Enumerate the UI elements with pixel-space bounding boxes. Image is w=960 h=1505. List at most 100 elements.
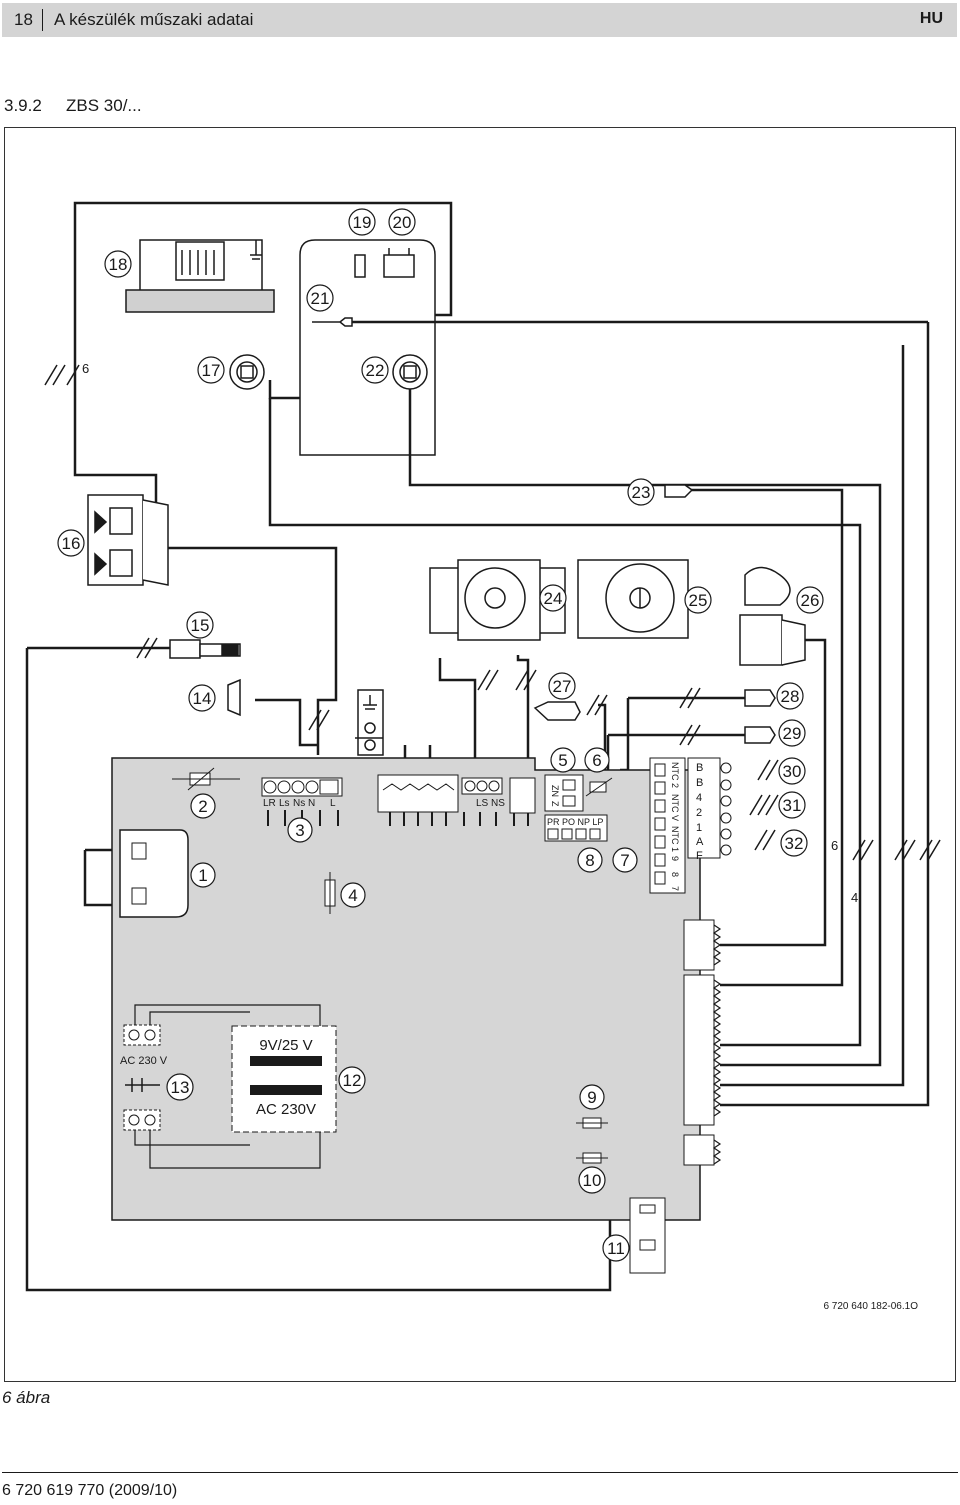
- terminal-letter: 4: [696, 792, 702, 804]
- sensors: [227, 484, 776, 744]
- control-board: [111, 757, 732, 1274]
- callout-label: 27: [553, 677, 572, 696]
- terminal-labels: LR Ls Ns N L LS NS ZN Z PR PO NP LP NTC …: [82, 361, 918, 1312]
- wire-label-4-right: 4: [851, 890, 858, 905]
- callout-10: [578, 1166, 606, 1194]
- callout-label: 32: [785, 834, 804, 853]
- strip-label-n: N: [308, 798, 315, 809]
- callout-label: 16: [62, 534, 81, 553]
- callout-1: [190, 862, 216, 888]
- callout-13: [166, 1073, 194, 1101]
- callout-label: 13: [171, 1078, 190, 1097]
- callout-28: [776, 682, 804, 710]
- callout-label: 20: [393, 213, 412, 232]
- strip-label-lr: LR: [263, 798, 276, 809]
- diverter-valve: [739, 566, 806, 666]
- terminal-letter: B: [696, 762, 703, 774]
- callout-label: 23: [632, 483, 651, 502]
- label-ntc2: NTC 2: [670, 762, 680, 788]
- terminal-letter: B: [696, 777, 703, 789]
- callout-5: [550, 747, 576, 773]
- header-divider: [42, 9, 43, 31]
- figure-caption: 6 ábra: [2, 1388, 51, 1407]
- callout-label: 24: [544, 589, 563, 608]
- flow-sensor: [169, 639, 241, 659]
- footer-rule: [2, 1472, 958, 1473]
- callout-9: [579, 1084, 605, 1110]
- strip-label-ls: Ls: [279, 798, 290, 809]
- callout-label: 28: [781, 687, 800, 706]
- callout-7: [612, 847, 638, 873]
- section-name: ZBS 30/...: [66, 96, 142, 115]
- callout-18: [104, 250, 132, 278]
- callout-19: [348, 208, 376, 236]
- callout-4: [340, 882, 366, 908]
- callout-11: [602, 1234, 630, 1262]
- callout-20: [388, 208, 416, 236]
- callout-label: 3: [295, 821, 304, 840]
- callout-24: [539, 584, 567, 612]
- terminal-letter: F: [696, 850, 703, 862]
- wire-label-6-left: 6: [82, 361, 89, 376]
- callout-2: [190, 793, 216, 819]
- callout-label: 8: [585, 851, 594, 870]
- label-ac-230v-small: AC 230 V: [120, 1055, 168, 1067]
- callout-6: [584, 747, 610, 773]
- callout-label: 26: [801, 591, 820, 610]
- callout-label: 6: [592, 751, 601, 770]
- label-pr-po: PR PO NP LP: [547, 817, 603, 827]
- callout-12: [338, 1066, 366, 1094]
- label-zn: ZN: [550, 785, 560, 797]
- callout-3: [287, 817, 313, 843]
- page-header: 18 A készülék műszaki adatai HU: [2, 3, 957, 37]
- callout-numbers: 1 2 3 4 5 6 7 8 9 10 11 12 13 14 15 16 1…: [62, 213, 820, 1258]
- callout-27: [548, 672, 576, 700]
- wire-break-marks: [44, 364, 941, 861]
- label-pin-8: 8: [670, 872, 680, 877]
- label-ntc1: NTC 1: [670, 826, 680, 852]
- fan-unit: [125, 239, 275, 313]
- callout-label: 30: [783, 762, 802, 781]
- callout-14: [188, 684, 216, 712]
- document-number: 6 720 619 770 (2009/10): [2, 1482, 178, 1499]
- label-pin-9: 9: [670, 856, 680, 861]
- callout-22: [361, 356, 389, 384]
- terminal-letter: 2: [696, 807, 702, 819]
- callout-label: 7: [620, 851, 629, 870]
- callout-label: 11: [607, 1239, 625, 1258]
- earth-terminal: [355, 689, 384, 756]
- callout-17: [197, 356, 225, 384]
- callout-21: [306, 284, 334, 312]
- callout-label: 9: [587, 1088, 596, 1107]
- callout-25: [684, 586, 712, 614]
- strip-label-ns: Ns: [293, 798, 305, 809]
- label-z: Z: [550, 801, 560, 807]
- callout-label: 15: [191, 616, 210, 635]
- terminal-letter: A: [696, 836, 704, 848]
- callout-label: 19: [353, 213, 372, 232]
- page-title: A készülék műszaki adatai: [54, 10, 254, 29]
- strip-label-l: L: [330, 798, 336, 809]
- callout-30: [778, 757, 806, 785]
- language-code: HU: [919, 10, 943, 27]
- callout-label: 18: [109, 255, 128, 274]
- callout-label: 1: [198, 866, 207, 885]
- callout-label: 31: [783, 796, 802, 815]
- callout-32: [780, 829, 808, 857]
- callout-15: [186, 611, 214, 639]
- callout-26: [796, 586, 824, 614]
- strip-label-ls-ns: LS NS: [476, 798, 505, 809]
- callout-29: [778, 719, 806, 747]
- callout-label: 10: [583, 1171, 602, 1190]
- terminal-letter: 1: [696, 822, 702, 834]
- wire-label-6-right: 6: [831, 838, 838, 853]
- label-pin-7: 7: [670, 886, 680, 891]
- callout-label: 22: [366, 361, 385, 380]
- callout-label: 2: [198, 797, 207, 816]
- callout-label: 12: [343, 1071, 362, 1090]
- callout-23: [627, 478, 655, 506]
- callout-16: [57, 529, 85, 557]
- callout-31: [778, 791, 806, 819]
- figure-code: 6 720 640 182-06.1O: [823, 1301, 918, 1312]
